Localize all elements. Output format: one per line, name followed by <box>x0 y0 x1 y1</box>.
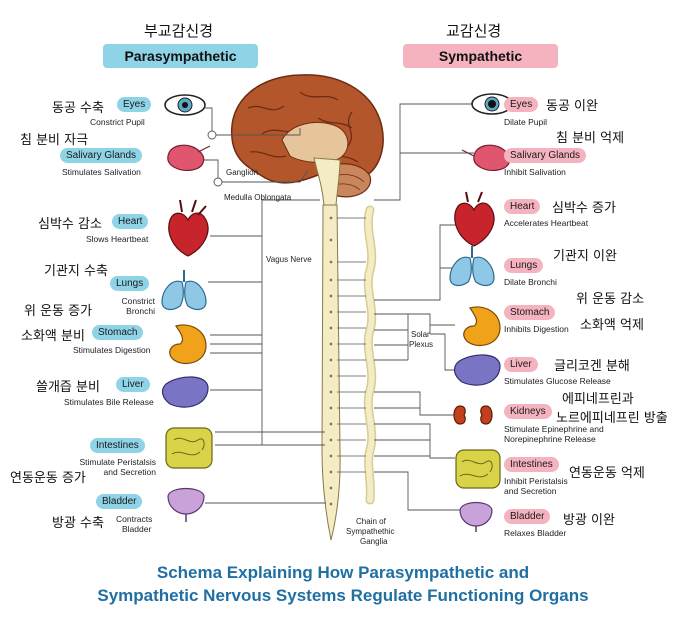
para-salivary-pill: Salivary Glands <box>60 148 143 163</box>
para-intestines-pill: Intestines <box>90 438 145 453</box>
chain-ganglia-label-3: Ganglia <box>360 537 388 546</box>
para-bladder-pill: Bladder <box>96 494 143 509</box>
heart-icon-left <box>168 199 209 257</box>
para-lungs-pill: Lungs <box>110 276 150 291</box>
parasympathetic-header: Parasympathetic <box>103 44 258 68</box>
sym-kidneys-korean-2: 노르에피네프린 방출 <box>556 411 668 426</box>
sym-intestines-desc2: and Secretion <box>504 486 557 496</box>
sym-stomach-korean: 소화액 억제 <box>580 318 644 333</box>
para-stomach-korean: 소화액 분비 <box>21 329 85 344</box>
parasympathetic-korean-header: 부교감신경 <box>144 22 214 40</box>
sym-eyes-korean: 동공 이완 <box>546 99 598 114</box>
sympathetic-chain <box>363 205 377 505</box>
sym-lungs-korean: 기관지 이완 <box>553 249 617 264</box>
para-heart-desc: Slows Heartbeat <box>86 234 149 244</box>
liver-icon-left <box>161 376 209 408</box>
sym-kidneys-pill: Kidneys <box>504 404 552 419</box>
brain-illustration <box>231 74 384 198</box>
para-stomach-desc: Stimulates Digestion <box>73 345 151 355</box>
kidneys-icon-right <box>453 405 493 425</box>
para-eyes-pill: Eyes <box>117 97 152 112</box>
sympathetic-korean-header: 교감신경 <box>446 22 502 40</box>
sym-heart-korean: 심박수 증가 <box>552 201 616 216</box>
para-stomach-korean-top: 위 운동 증가 <box>24 304 93 319</box>
lungs-icon-right <box>449 246 495 287</box>
eye-icon-left <box>164 94 206 116</box>
para-liver-pill: Liver <box>116 377 150 392</box>
bladder-icon-right <box>459 501 493 532</box>
sym-stomach-korean-top: 위 운동 감소 <box>576 292 645 307</box>
liver-icon-right <box>453 354 501 386</box>
para-lungs-desc1: Constrict <box>121 296 155 306</box>
sym-lungs-desc: Dilate Bronchi <box>504 277 557 287</box>
chain-ganglia-label-2: Sympathethic <box>346 527 395 536</box>
sym-heart-desc: Accelerates Heartbeat <box>504 218 589 228</box>
para-salivary-korean: 침 분비 자극 <box>20 133 89 148</box>
para-bladder-korean: 방광 수축 <box>52 516 104 531</box>
sympathetic-nerves <box>374 103 474 511</box>
sym-lungs-pill: Lungs <box>504 258 544 273</box>
para-eyes-desc: Constrict Pupil <box>90 117 145 127</box>
spinal-cord <box>313 157 341 541</box>
intestines-icon-right <box>455 449 501 489</box>
sym-salivary-korean: 침 분비 억제 <box>556 131 625 146</box>
sym-salivary-desc: Inhibit Salivation <box>504 167 566 177</box>
title-line-2: Sympathetic Nervous Systems Regulate Fun… <box>97 586 589 605</box>
para-heart-korean: 심박수 감소 <box>38 217 102 232</box>
para-intestines-desc1: Stimulate Peristalsis <box>79 457 156 467</box>
para-lungs-korean: 기관지 수축 <box>44 264 108 279</box>
sym-heart-pill: Heart <box>504 199 541 214</box>
solar-plexus-label-1: Solar <box>411 330 430 339</box>
sym-intestines-desc1: Inhibit Peristalsis <box>504 476 568 486</box>
sym-stomach-desc: Inhibits Digestion <box>504 324 569 334</box>
para-bladder-desc1: Contracts <box>116 514 153 524</box>
sym-bladder-korean: 방광 이완 <box>563 513 615 528</box>
sym-liver-pill: Liver <box>504 357 538 372</box>
sym-kidneys-desc2: Norepinephrine Release <box>504 434 596 444</box>
salivary-gland-icon-right <box>461 144 511 171</box>
stomach-icon-right <box>463 306 501 347</box>
para-liver-korean: 쓸개즙 분비 <box>36 380 100 395</box>
para-intestines-desc2: and Secretion <box>103 467 156 477</box>
medulla-oblongata-label: Medulla Oblongata <box>224 193 292 202</box>
sym-bladder-pill: Bladder <box>504 509 551 524</box>
vagus-nerve-label: Vagus Nerve <box>266 255 312 264</box>
sym-kidneys-korean-1: 에피네프린과 <box>562 392 634 407</box>
chain-ganglia-label-1: Chain of <box>356 517 386 526</box>
para-salivary-desc: Stimulates Salivation <box>62 167 141 177</box>
para-heart-pill: Heart <box>112 214 149 229</box>
sym-liver-desc: Stimulates Glucose Release <box>504 376 611 386</box>
sym-salivary-pill: Salivary Glands <box>504 148 587 163</box>
salivary-gland-icon-left <box>167 144 211 171</box>
para-lungs-desc2: Bronchi <box>126 306 155 316</box>
para-liver-desc: Stimulates Bile Release <box>64 397 154 407</box>
sym-intestines-korean: 연동운동 억제 <box>569 466 645 481</box>
solar-plexus-label-2: Plexus <box>409 340 434 349</box>
bladder-icon-left <box>167 487 205 522</box>
sym-eyes-pill: Eyes <box>504 97 539 112</box>
parasympathetic-nerves <box>200 107 326 504</box>
sym-liver-korean: 글리코겐 분해 <box>554 359 630 374</box>
stomach-icon-left <box>169 324 207 365</box>
sym-intestines-pill: Intestines <box>504 457 559 472</box>
sym-stomach-pill: Stomach <box>504 305 556 320</box>
para-intestines-korean: 연동운동 증가 <box>10 471 86 486</box>
lungs-icon-left <box>161 270 207 311</box>
para-bladder-desc2: Bladder <box>122 524 152 534</box>
heart-icon-right <box>454 191 495 247</box>
intestines-icon-left <box>165 427 213 469</box>
ganglion-label: Ganglion <box>226 168 259 177</box>
sym-kidneys-desc1: Stimulate Epinephrine and <box>504 424 604 434</box>
sym-eyes-desc: Dilate Pupil <box>504 117 547 127</box>
sym-bladder-desc: Relaxes Bladder <box>504 528 567 538</box>
para-eyes-korean: 동공 수축 <box>52 101 104 116</box>
sympathetic-header: Sympathetic <box>403 44 558 68</box>
title-line-1: Schema Explaining How Parasympathetic an… <box>156 563 530 582</box>
para-stomach-pill: Stomach <box>92 325 144 340</box>
